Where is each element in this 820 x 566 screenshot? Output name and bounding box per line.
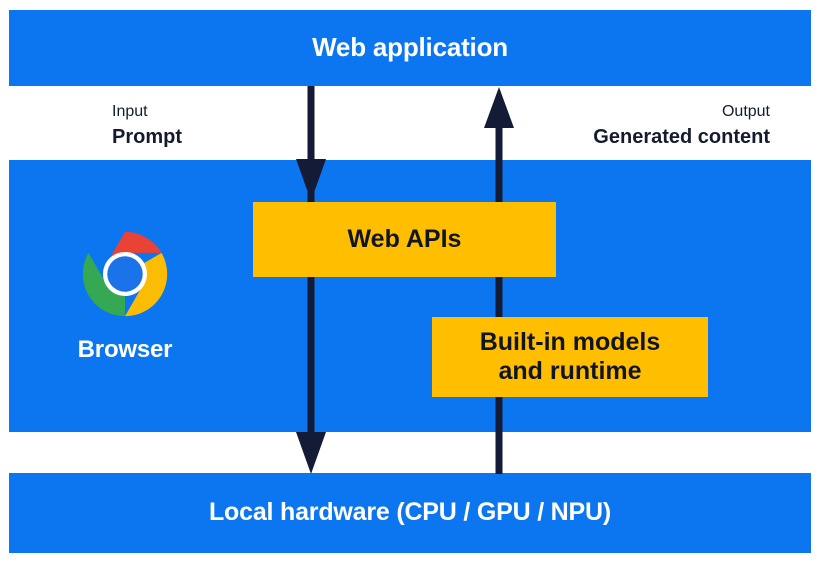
layer-local-hardware: Local hardware (CPU / GPU / NPU) — [9, 473, 811, 553]
browser-caption-label: Browser — [77, 336, 173, 363]
layer-web-application-label: Web application — [312, 32, 508, 62]
flow-label-output: Output Generated content — [593, 103, 770, 148]
browser-group: Browser — [40, 228, 210, 364]
box-web-apis-label: Web APIs — [347, 224, 462, 253]
layer-web-application: Web application — [9, 10, 811, 86]
flow-input-kind: Input — [112, 103, 148, 120]
flow-label-input: Input Prompt — [112, 103, 182, 148]
box-built-in-models[interactable]: Built-in models and runtime — [432, 317, 708, 397]
box-web-apis[interactable]: Web APIs — [253, 202, 556, 277]
flow-output-value: Generated content — [593, 126, 770, 148]
chrome-logo-icon — [82, 231, 168, 317]
flow-input-value: Prompt — [112, 126, 182, 148]
box-built-in-models-label-line2: and runtime — [498, 357, 642, 385]
box-built-in-models-label: Built-in models and runtime — [480, 328, 661, 387]
layer-local-hardware-label: Local hardware (CPU / GPU / NPU) — [208, 498, 611, 526]
box-built-in-models-label-line1: Built-in models — [479, 327, 661, 356]
flow-output-kind: Output — [721, 103, 770, 120]
